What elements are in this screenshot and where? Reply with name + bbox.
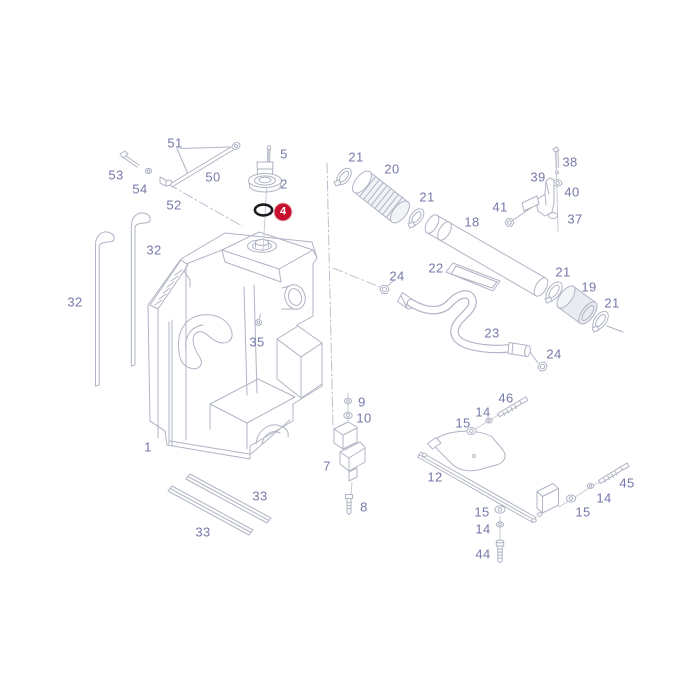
part-label-53[interactable]: 53 xyxy=(108,167,124,183)
part-label-40[interactable]: 40 xyxy=(564,184,580,200)
clamp-21c xyxy=(544,281,563,304)
part-label-21[interactable]: 21 xyxy=(419,189,435,205)
part-label-32[interactable]: 32 xyxy=(146,242,162,258)
part-label-32[interactable]: 32 xyxy=(67,294,83,310)
fuel-cap-2 xyxy=(248,161,282,193)
part-label-38[interactable]: 38 xyxy=(562,154,578,170)
part-label-9[interactable]: 9 xyxy=(358,394,366,410)
clamp-21d xyxy=(591,310,624,333)
part-label-12[interactable]: 12 xyxy=(427,469,443,485)
part-label-52[interactable]: 52 xyxy=(166,197,182,213)
part-label-19[interactable]: 19 xyxy=(581,279,597,295)
part-label-20[interactable]: 20 xyxy=(384,161,400,177)
part-label-7[interactable]: 7 xyxy=(323,458,331,474)
oring-4 xyxy=(253,203,274,217)
part-label-14[interactable]: 14 xyxy=(475,521,491,537)
part-label-33[interactable]: 33 xyxy=(195,524,211,540)
bracket-37-group xyxy=(504,146,563,233)
pipe-part-18 xyxy=(424,214,549,297)
part-label-5[interactable]: 5 xyxy=(280,146,288,162)
part-label-37[interactable]: 37 xyxy=(567,211,583,227)
centerlines xyxy=(167,162,381,429)
part-label-41[interactable]: 41 xyxy=(492,199,508,215)
clamp-21b xyxy=(407,208,425,229)
part-label-23[interactable]: 23 xyxy=(484,325,500,341)
rod-50-51-52-53-54 xyxy=(119,141,241,188)
part-label-14[interactable]: 14 xyxy=(475,404,491,420)
bracket-12-group xyxy=(417,396,630,564)
part-label-39[interactable]: 39 xyxy=(530,169,546,185)
part-label-21[interactable]: 21 xyxy=(604,295,620,311)
pad-part-22 xyxy=(445,262,501,292)
part-label-51[interactable]: 51 xyxy=(167,135,183,151)
part-label-18[interactable]: 18 xyxy=(464,214,480,230)
bracket-7-group xyxy=(333,392,366,515)
part-label-10[interactable]: 10 xyxy=(356,410,372,426)
straps-part-32 xyxy=(94,212,151,387)
part-label-8[interactable]: 8 xyxy=(360,499,368,515)
part-label-21[interactable]: 21 xyxy=(348,149,364,165)
part-label-15[interactable]: 15 xyxy=(474,504,490,520)
part-label-50[interactable]: 50 xyxy=(205,169,221,185)
part-label-24[interactable]: 24 xyxy=(546,346,562,362)
part-label-1[interactable]: 1 xyxy=(144,439,152,455)
part-label-2[interactable]: 2 xyxy=(280,176,288,192)
part-label-44[interactable]: 44 xyxy=(475,546,491,562)
hose-part-19 xyxy=(556,285,598,325)
highlighted-part-badge[interactable]: 4 xyxy=(274,203,292,221)
part-label-14[interactable]: 14 xyxy=(596,490,612,506)
filler-cap-group xyxy=(248,145,282,253)
part-label-54[interactable]: 54 xyxy=(132,181,148,197)
clamp-21a xyxy=(333,167,352,187)
fuel-hose-23-24 xyxy=(379,280,548,372)
part-label-21[interactable]: 21 xyxy=(555,264,571,280)
part-label-15[interactable]: 15 xyxy=(455,415,471,431)
part-label-46[interactable]: 46 xyxy=(498,390,514,406)
part-label-15[interactable]: 15 xyxy=(575,504,591,520)
part-label-35[interactable]: 35 xyxy=(249,334,265,350)
tank-part-1 xyxy=(147,231,323,460)
strips-part-33 xyxy=(167,473,272,536)
fitting-part-35 xyxy=(255,314,262,326)
part-label-45[interactable]: 45 xyxy=(619,475,635,491)
bellows-hose-20 xyxy=(351,170,411,224)
part-label-22[interactable]: 22 xyxy=(428,260,444,276)
part-label-24[interactable]: 24 xyxy=(389,268,405,284)
part-label-33[interactable]: 33 xyxy=(252,488,268,504)
